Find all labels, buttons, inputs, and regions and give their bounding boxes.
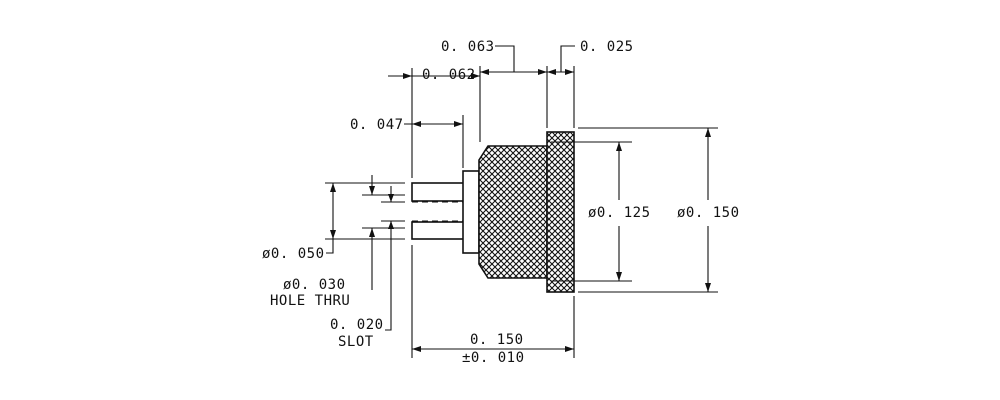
pin-upper-prong: [411, 182, 465, 202]
pin-lower-prong: [411, 221, 465, 240]
body-diameter-label: ø0. 125: [588, 205, 651, 221]
pin-diameter-label: ø0. 050: [262, 246, 325, 262]
top-body-length-label: 0. 063: [441, 39, 495, 55]
dim-flange-diameter: ø0. 150: [578, 127, 740, 293]
slot-note-label: SLOT: [338, 334, 374, 350]
overall-tolerance-label: ±0. 010: [462, 350, 525, 366]
slot-width-label: 0. 020: [330, 317, 384, 333]
hole-note-label: HOLE THRU: [270, 293, 350, 309]
overall-length-label: 0. 150: [470, 332, 524, 348]
part-outline: [411, 131, 575, 293]
dim-hole-diameter: ø0. 030 HOLE THRU: [270, 175, 405, 309]
hole-diameter-label: ø0. 030: [283, 277, 346, 293]
flange-diameter-label: ø0. 150: [677, 205, 740, 221]
shoulder: [462, 170, 480, 254]
shank-length-label: 0. 062: [422, 67, 476, 83]
pin-length-label: 0. 047: [350, 117, 404, 133]
dim-pin-length: 0. 047: [350, 115, 464, 168]
dim-shank-length: 0. 062: [388, 67, 480, 178]
dim-overall-length: 0. 150 ±0. 010: [411, 245, 575, 366]
flange-thickness-label: 0. 025: [580, 39, 634, 55]
dim-pin-diameter: ø0. 050: [262, 182, 405, 262]
knurled-shank: [478, 145, 548, 279]
dim-slot-width: 0. 020 SLOT: [330, 186, 405, 350]
dim-flange-thickness: 0. 025: [547, 39, 634, 128]
knurled-flange: [546, 131, 575, 293]
dim-top-body-length: 0. 063: [441, 39, 548, 142]
dim-body-diameter: ø0. 125: [551, 141, 651, 282]
